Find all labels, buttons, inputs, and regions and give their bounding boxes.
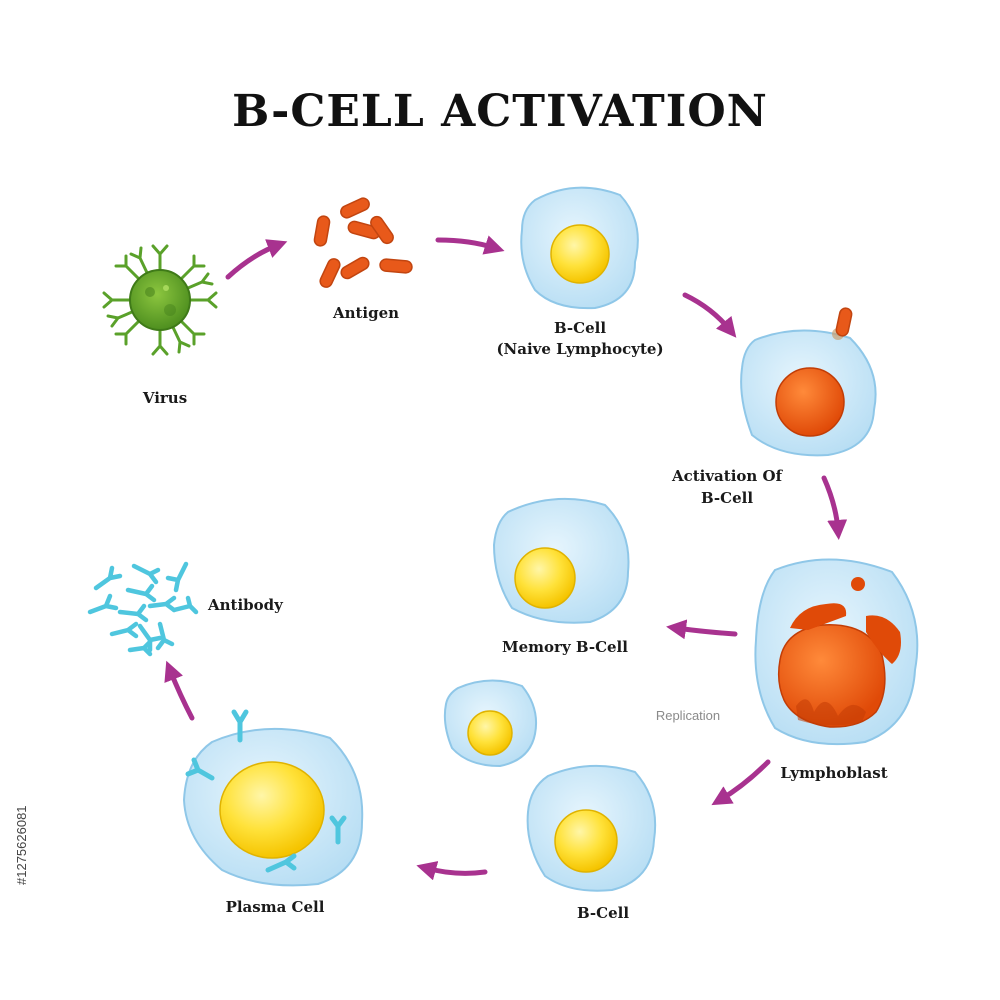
label-memory-bcell: Memory B-Cell (502, 638, 628, 656)
arrow-antigen-to-bcell (435, 235, 505, 255)
arrow-bcell-to-activation (682, 292, 737, 338)
bcell-icon (526, 764, 657, 892)
memory-bcell-icon (492, 497, 630, 624)
label-activation-line1: Activation Of (671, 467, 784, 485)
arrow-bcell-to-plasma (416, 861, 488, 881)
activated-bcell-icon (740, 307, 877, 457)
antigen-icon (313, 197, 413, 288)
label-plasma-cell: Plasma Cell (226, 898, 325, 916)
arrow-lymphoblast-to-bcell (711, 759, 771, 806)
lymphoblast-icon (754, 558, 919, 746)
antibody-icon (87, 561, 199, 657)
label-virus: Virus (142, 389, 187, 407)
label-naive-bcell-line2: (Naive Lymphocyte) (496, 340, 663, 358)
naive-bcell-icon (520, 186, 639, 310)
arrow-lymphoblast-to-memory (666, 619, 738, 640)
label-antigen: Antigen (332, 304, 399, 322)
label-lymphoblast: Lymphoblast (780, 764, 887, 782)
label-naive-bcell-line1: B-Cell (554, 319, 606, 337)
label-bcell: B-Cell (577, 904, 629, 922)
arrow-plasma-to-antibody (164, 660, 195, 721)
plasma-cell-icon (182, 709, 364, 887)
page-title: B-CELL ACTIVATION (232, 86, 768, 137)
watermark-id: #1275626081 (14, 805, 29, 885)
label-replication: Replication (656, 708, 720, 723)
virus-icon (102, 244, 218, 356)
label-antibody: Antibody (207, 596, 284, 614)
arrow-virus-to-antigen (225, 239, 288, 280)
small-bcell-icon (443, 679, 538, 768)
label-activation-line2: B-Cell (701, 489, 753, 507)
arrow-activation-to-lymphoblast (821, 475, 848, 540)
